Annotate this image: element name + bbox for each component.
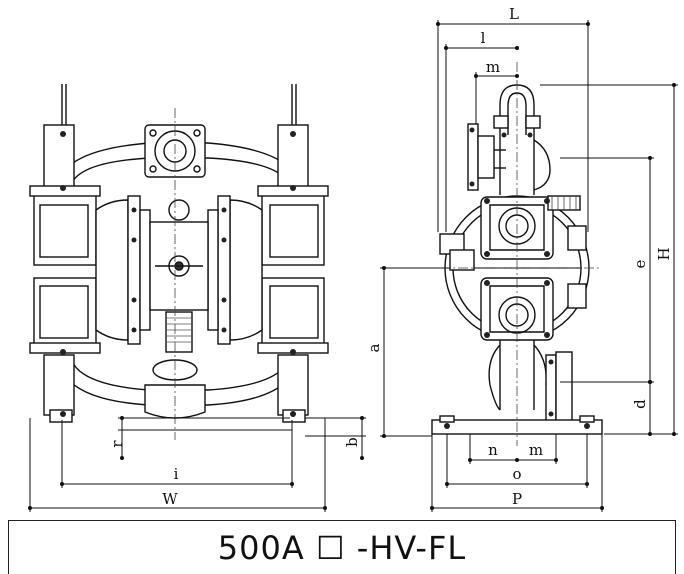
front-view [29,84,329,440]
model-code-panel: 500A ☐ -HV-FL [8,520,676,574]
dimension-lines [28,20,678,512]
dim-label-l: l [481,29,486,47]
dim-label-o: o [512,465,521,483]
dim-label-H: H [655,247,673,260]
dimension-labels: W i r b L l m H e d a n m o P [108,5,673,508]
dim-label-b: b [343,437,361,447]
dim-label-m-bottom: m [529,441,543,459]
dim-label-r: r [108,440,126,448]
dim-label-W: W [162,490,178,508]
model-code: 500A ☐ -HV-FL [217,528,467,567]
dim-label-m-top: m [486,58,500,76]
dim-label-d: d [631,399,649,409]
dim-label-P: P [512,490,522,508]
side-view [431,62,603,446]
dim-label-L: L [509,5,519,23]
dim-label-i: i [174,465,179,483]
dim-label-a: a [365,343,383,352]
dim-label-e: e [631,259,649,268]
dim-label-n: n [488,441,498,459]
